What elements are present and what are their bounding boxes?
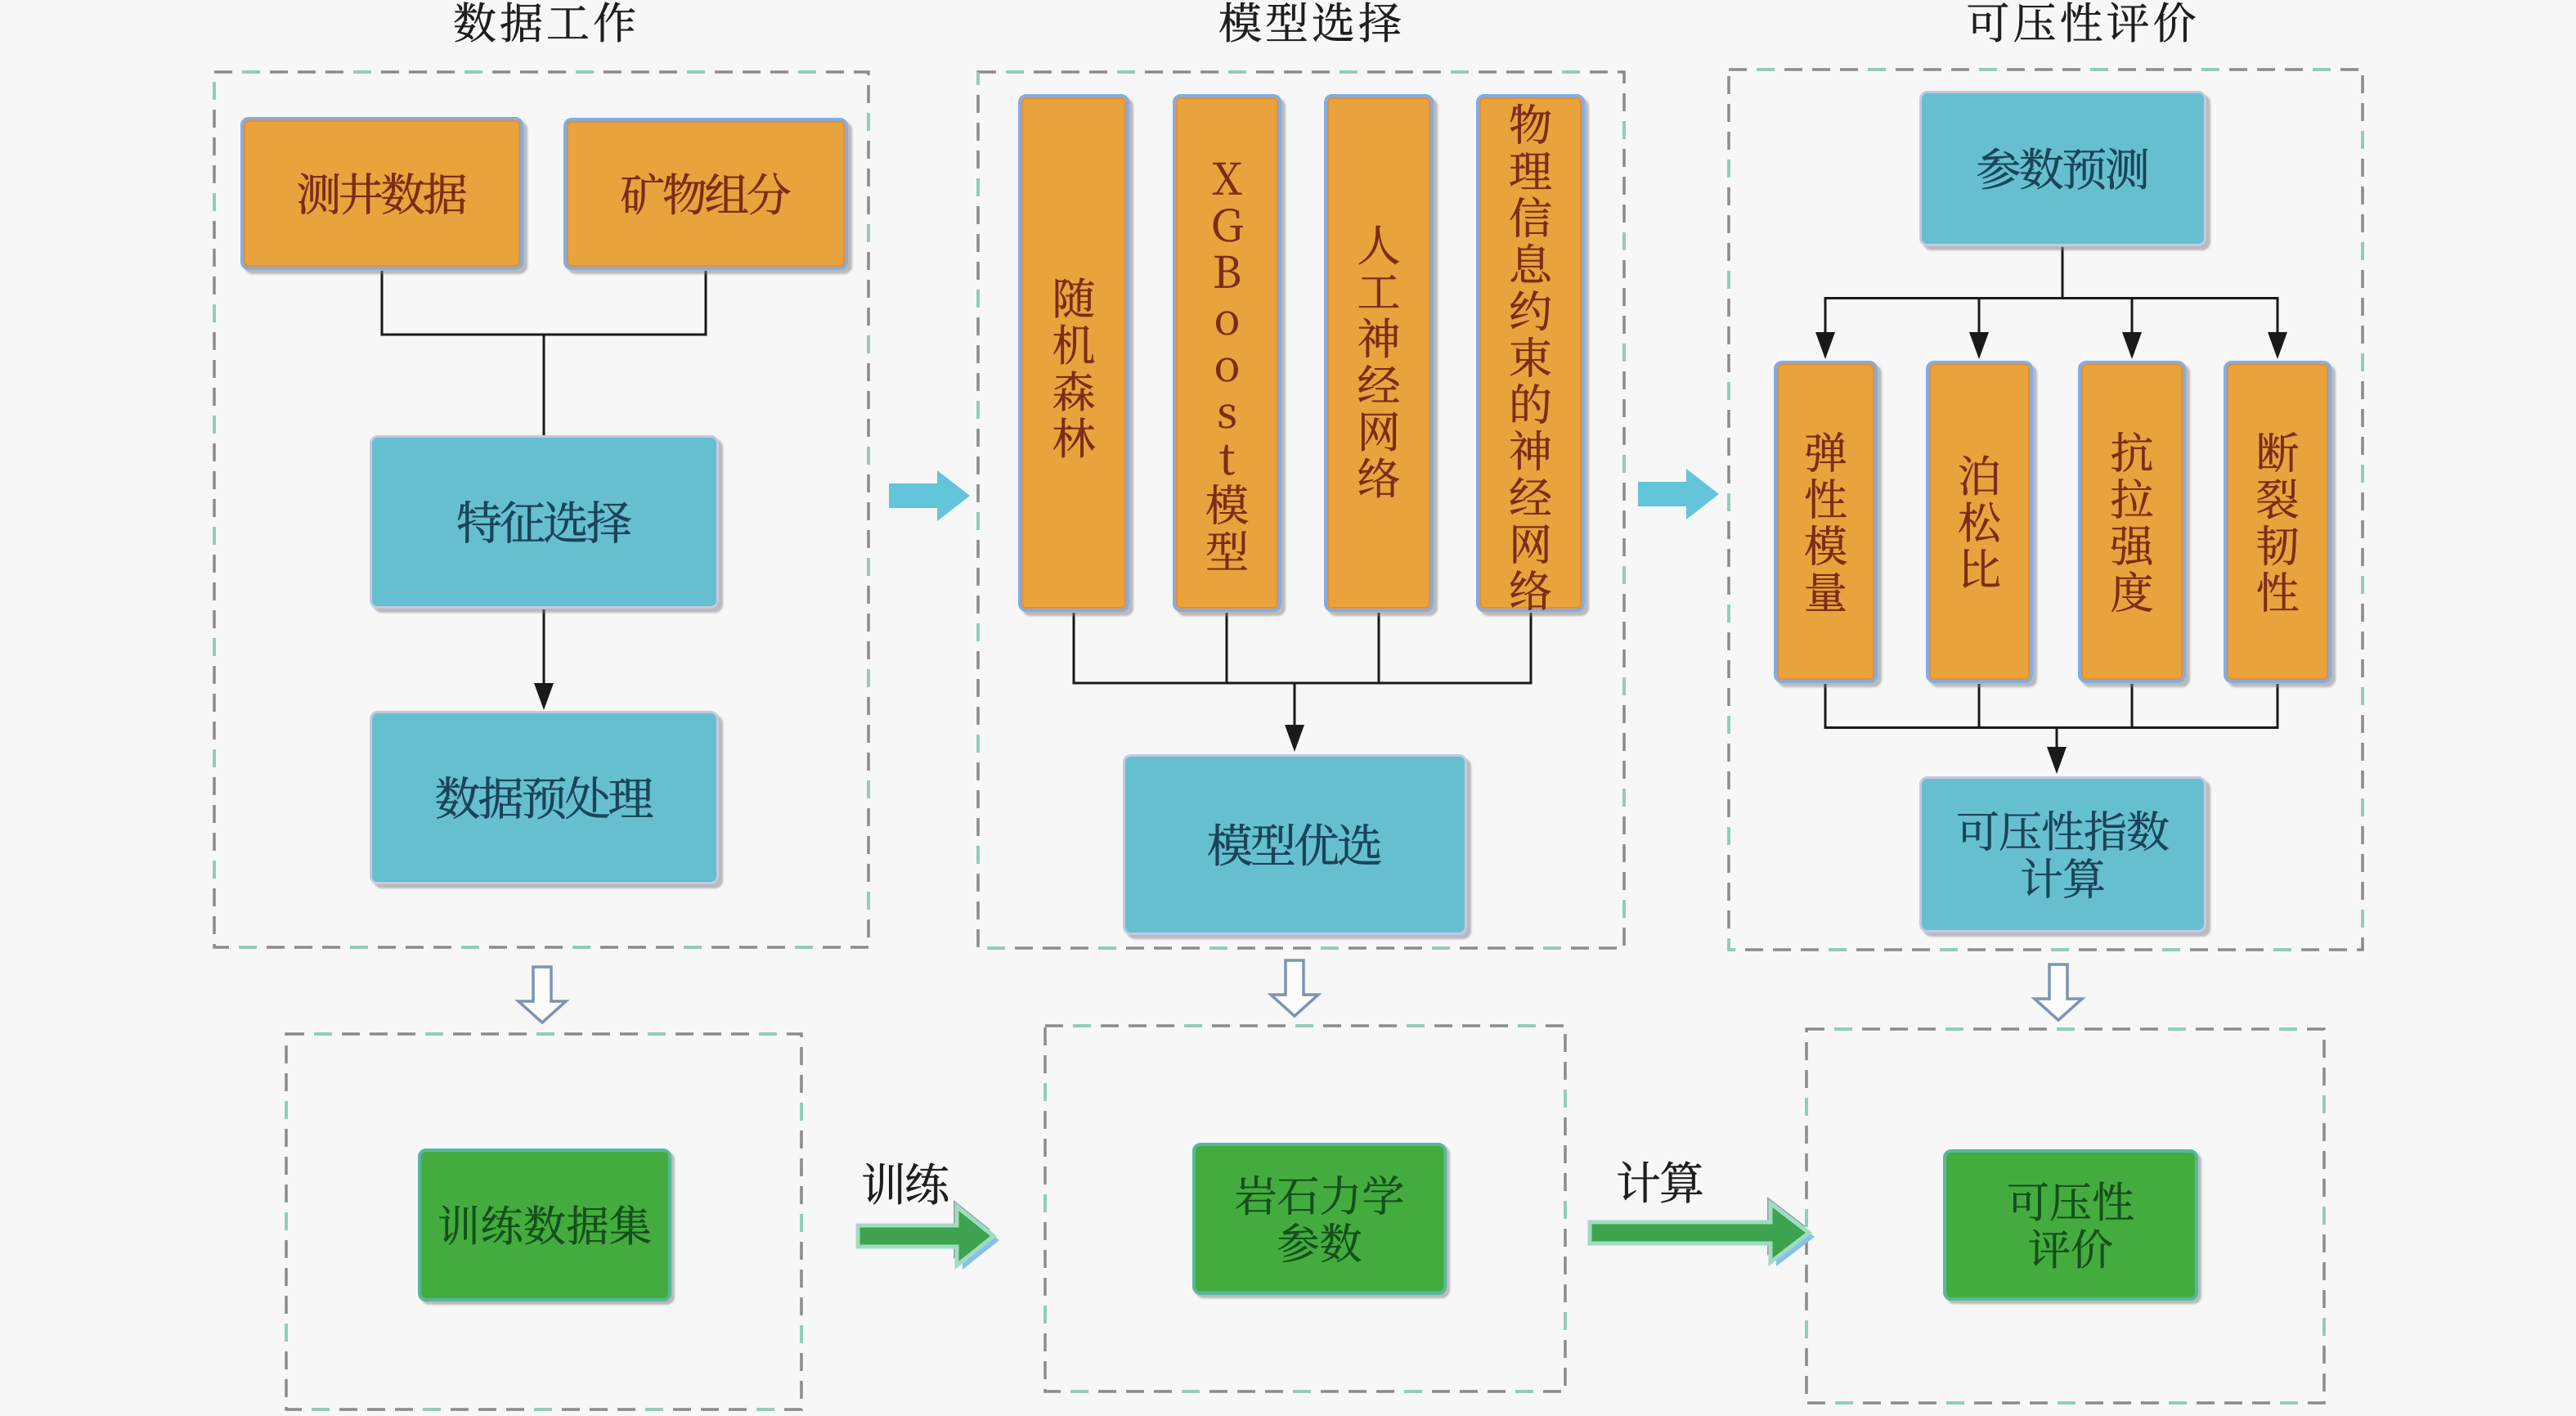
node-fracability-index-calculation: 可压性指数 计算 — [1919, 776, 2206, 933]
container-data-work — [213, 70, 870, 949]
node-mineral-composition: 矿物组分 — [563, 118, 848, 270]
node-data-preprocessing: 数据预处理 — [370, 711, 719, 884]
node-xgboost-model: XGBoost模型 — [1173, 94, 1281, 612]
node-training-dataset: 训练数据集 — [418, 1149, 671, 1301]
section-title-data-work: 数据工作 — [381, 0, 708, 46]
container-evaluation-result — [1805, 1027, 2326, 1405]
node-fracture-toughness: 断裂韧性 — [2224, 361, 2331, 683]
node-model-optimization: 模型优选 — [1123, 754, 1467, 935]
hollow-arrow-down-3 — [2031, 963, 2086, 1023]
node-elastic-modulus: 弹性模量 — [1774, 361, 1878, 683]
node-feature-selection: 特征选择 — [370, 435, 719, 609]
node-logging-data: 测井数据 — [240, 117, 523, 270]
node-artificial-neural-network: 人工神经网络 — [1324, 94, 1434, 612]
container-fracability-evaluation — [1727, 68, 2364, 951]
hollow-arrow-down-1 — [514, 965, 570, 1025]
container-model-selection — [976, 70, 1626, 950]
flow-arrow-train — [855, 1200, 999, 1270]
node-physics-informed-neural-network: 物理信息约束的神经网络 — [1476, 94, 1585, 612]
node-rock-mechanics-parameters: 岩石力学 参数 — [1192, 1143, 1447, 1295]
container-training-dataset — [285, 1032, 803, 1411]
node-parameter-prediction: 参数预测 — [1919, 91, 2206, 246]
container-rock-parameters — [1043, 1024, 1567, 1393]
flow-label-compute: 计算 — [1578, 1158, 1742, 1207]
flow-label-train: 训练 — [824, 1159, 987, 1208]
connector-lines — [380, 247, 2287, 774]
section-title-fracability-evaluation: 可压性评价 — [1918, 0, 2245, 46]
node-poisson-ratio: 泊松比 — [1926, 361, 2033, 683]
flow-arrow-right-1 — [889, 470, 970, 521]
node-fracability-evaluation-result: 可压性 评价 — [1943, 1149, 2198, 1301]
flow-arrow-compute — [1587, 1197, 1815, 1267]
hollow-arrow-down-2 — [1267, 959, 1322, 1018]
node-tensile-strength: 抗拉强度 — [2078, 361, 2186, 683]
section-title-model-selection: 模型选择 — [1147, 0, 1474, 46]
flow-arrow-right-2 — [1638, 469, 1719, 519]
node-random-forest: 随机森林 — [1018, 94, 1129, 612]
